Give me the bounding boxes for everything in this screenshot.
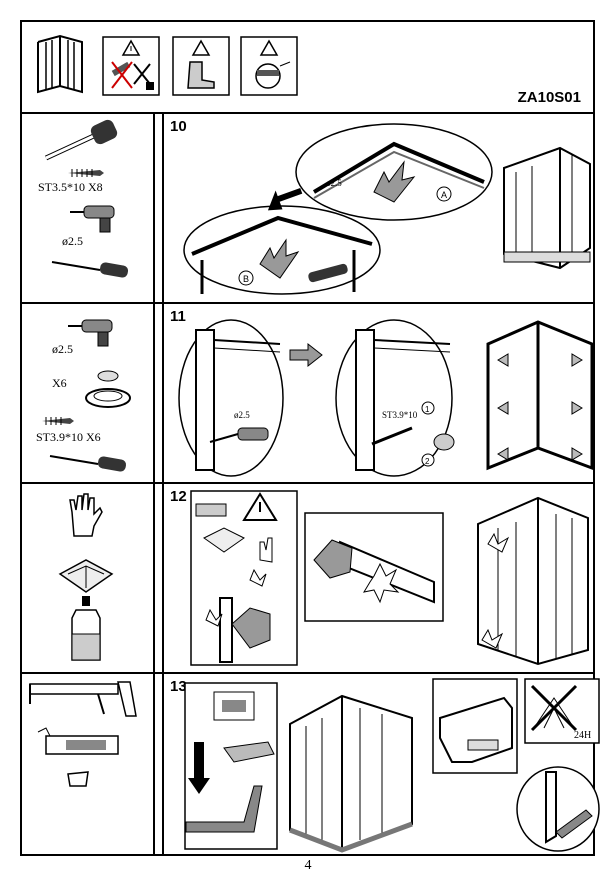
callout-b: B xyxy=(243,274,249,284)
enclosure-frame-overview xyxy=(486,320,594,471)
caulking-gun-icon xyxy=(29,681,137,717)
safety-boots-warning-icon xyxy=(172,36,230,96)
step-12-row: 12 xyxy=(22,484,593,674)
step-11-row: ø2.5 X6 ST3.9*10 X6 11 xyxy=(22,304,594,484)
screw-cap-icon xyxy=(85,370,131,408)
screw-callout: ST3.9*10 xyxy=(382,410,418,420)
header-row: ZA10S01 xyxy=(22,22,593,114)
shower-enclosure-icon xyxy=(37,34,83,94)
profile-cleaning-detail xyxy=(304,512,444,622)
corner-joint-detail-a: A ø2.5 xyxy=(295,123,493,221)
step-11-tools-panel: ø2.5 X6 ST3.9*10 X6 xyxy=(22,304,155,482)
cleaning-instruction-box xyxy=(190,490,298,666)
screw-spec-label: ST3.5*10 X8 xyxy=(38,180,103,194)
cleaner-bottle-icon xyxy=(71,596,101,661)
screw-fixing-detail: 1 2 ST3.9*10 xyxy=(335,319,455,477)
drill-bit-label: ø2.5 xyxy=(62,234,83,248)
step-12-tools-panel xyxy=(22,484,155,672)
drill-bit-callout: ø2.5 xyxy=(234,410,250,420)
drill-icon xyxy=(68,319,113,347)
next-arrow xyxy=(289,342,323,368)
step-12-illustration-panel: 12 xyxy=(162,484,593,672)
hammer-icon xyxy=(44,119,118,161)
page-number: 4 xyxy=(304,858,312,873)
corner-joint-detail-b: B xyxy=(183,205,381,295)
drill-bit-callout: ø2.5 xyxy=(326,178,342,188)
step-13-illustration-panel: 13 xyxy=(162,674,600,856)
drill-icon xyxy=(70,205,115,233)
step-number: 12 xyxy=(170,488,187,505)
cap-quantity-label: X6 xyxy=(52,376,67,390)
screw-spec-label: ST3.9*10 X6 xyxy=(36,430,101,444)
document-code: ZA10S01 xyxy=(517,89,581,106)
step-number: 13 xyxy=(170,678,187,695)
step-10-row: ST3.5*10 X8 ø2.5 10 A ø2.5 xyxy=(22,114,593,304)
screwdriver-icon xyxy=(49,455,127,472)
callout-a: A xyxy=(441,190,447,200)
no-water-24h-icon: 24H xyxy=(524,678,600,744)
cure-time-label: 24H xyxy=(574,730,591,741)
enclosure-silicone-overview xyxy=(289,694,413,853)
nozzle-cap-icon xyxy=(67,771,89,787)
step-13-tools-panel xyxy=(22,674,155,856)
eye-protection-warning-icon xyxy=(240,36,298,96)
gloves-icon xyxy=(69,493,103,537)
step-13-row: 13 xyxy=(22,674,600,856)
step-number: 10 xyxy=(170,118,187,135)
silicone-tube-icon xyxy=(37,727,119,755)
drill-bit-label: ø2.5 xyxy=(52,342,73,356)
enclosure-cleaning-overview xyxy=(477,496,589,666)
screw-icon xyxy=(42,417,74,425)
step-number: 11 xyxy=(170,308,186,325)
screwdriver-icon xyxy=(51,261,129,278)
bottom-seal-detail xyxy=(516,766,600,852)
screw-icon xyxy=(68,169,104,177)
cleaning-cloth-icon xyxy=(58,559,114,593)
step-10-illustration-panel: 10 A ø2.5 B xyxy=(162,114,593,302)
callout-2: 2 xyxy=(425,457,430,466)
step-11-illustration-panel: 11 ø2.5 1 2 xyxy=(162,304,594,482)
direction-arrow xyxy=(267,187,303,211)
instruction-page-frame: ZA10S01 ST3.5*10 X8 ø2.5 xyxy=(20,20,600,856)
callout-1: 1 xyxy=(425,405,430,414)
silicone-application-detail xyxy=(184,682,278,850)
profile-section-detail xyxy=(432,678,518,774)
step-10-tools-panel: ST3.5*10 X8 ø2.5 xyxy=(22,114,155,302)
no-tools-warning-icon xyxy=(102,36,160,96)
shower-enclosure-overview xyxy=(503,146,591,270)
drilling-detail: ø2.5 xyxy=(178,319,284,477)
